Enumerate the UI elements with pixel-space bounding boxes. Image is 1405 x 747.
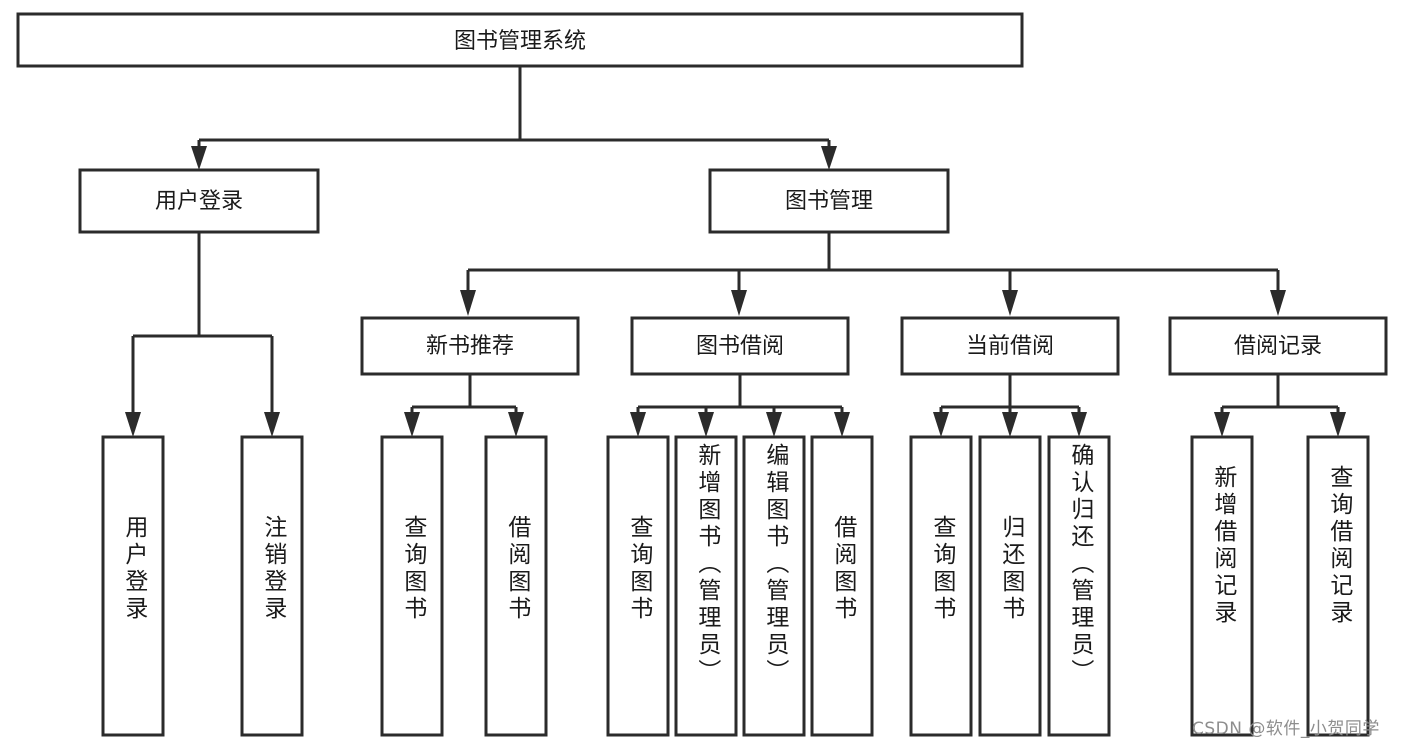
node-current-borrow-label: 当前借阅 — [966, 334, 1054, 359]
csdn-watermark: CSDN @软件_小贺同学 — [1192, 719, 1380, 739]
arrowhead-user-login-leaf-1 — [125, 412, 141, 437]
arrowhead-current-borrow-leaf-3 — [1071, 412, 1087, 437]
leaf-box-current-borrow-2[interactable] — [1047, 435, 1111, 737]
node-current-borrow-box[interactable] — [900, 316, 1120, 376]
node-borrow-record-box[interactable] — [1168, 316, 1388, 376]
node-root-label: 图书管理系统 — [454, 29, 586, 54]
leaf-box-borrow-record-0[interactable] — [1190, 435, 1254, 737]
arrowhead-new-book-leaf-1 — [404, 412, 420, 437]
leaf-box-book-borrow-3[interactable] — [810, 435, 874, 737]
node-user-login-box[interactable] — [78, 168, 320, 234]
arrowhead-current-borrow-leaf-2 — [1002, 412, 1018, 437]
leaf-box-book-borrow-2[interactable] — [742, 435, 806, 737]
arrowhead-borrow-record-leaf-2 — [1330, 412, 1346, 437]
arrowhead-new-book — [460, 290, 476, 316]
leaf-box-borrow-record-1[interactable] — [1306, 435, 1370, 737]
arrowhead-book-manage — [821, 146, 837, 170]
leaf-box-user-login-0[interactable] — [101, 435, 165, 737]
node-new-book-label: 新书推荐 — [426, 334, 514, 359]
arrowhead-book-borrow — [731, 290, 747, 316]
node-user-login-label: 用户登录 — [155, 189, 243, 214]
node-borrow-record-label: 借阅记录 — [1234, 334, 1322, 359]
arrowhead-user-login — [191, 146, 207, 170]
arrowhead-borrow-record-leaf-1 — [1214, 412, 1230, 437]
node-book-borrow-label: 图书借阅 — [696, 334, 784, 359]
arrowhead-borrow-record — [1270, 290, 1286, 316]
connector-layer — [125, 66, 1346, 437]
arrowhead-book-borrow-leaf-4 — [834, 412, 850, 437]
arrowhead-book-borrow-leaf-2 — [698, 412, 714, 437]
arrowhead-new-book-leaf-2 — [508, 412, 524, 437]
arrowhead-book-borrow-leaf-1 — [630, 412, 646, 437]
leaf-box-book-borrow-1[interactable] — [674, 435, 738, 737]
leaf-box-current-borrow-1[interactable] — [978, 435, 1042, 737]
arrowhead-book-borrow-leaf-3 — [766, 412, 782, 437]
node-layer: 图书管理系统 用户登录 图书管理 新书推荐 图书借阅 当前借阅 借阅记录 — [16, 12, 1388, 737]
node-new-book-box[interactable] — [360, 316, 580, 376]
arrowhead-current-borrow-leaf-1 — [933, 412, 949, 437]
node-root-box[interactable] — [16, 12, 1024, 68]
leaf-box-current-borrow-0[interactable] — [909, 435, 973, 737]
leaf-box-new-book-1[interactable] — [484, 435, 548, 737]
leaf-box-user-login-1[interactable] — [240, 435, 304, 737]
node-book-manage-box[interactable] — [708, 168, 950, 234]
leaf-box-new-book-0[interactable] — [380, 435, 444, 737]
node-book-manage-label: 图书管理 — [785, 189, 873, 214]
arrowhead-current-borrow — [1002, 290, 1018, 316]
node-book-borrow-box[interactable] — [630, 316, 850, 376]
arrowhead-user-login-leaf-2 — [264, 412, 280, 437]
leaf-box-book-borrow-0[interactable] — [606, 435, 670, 737]
